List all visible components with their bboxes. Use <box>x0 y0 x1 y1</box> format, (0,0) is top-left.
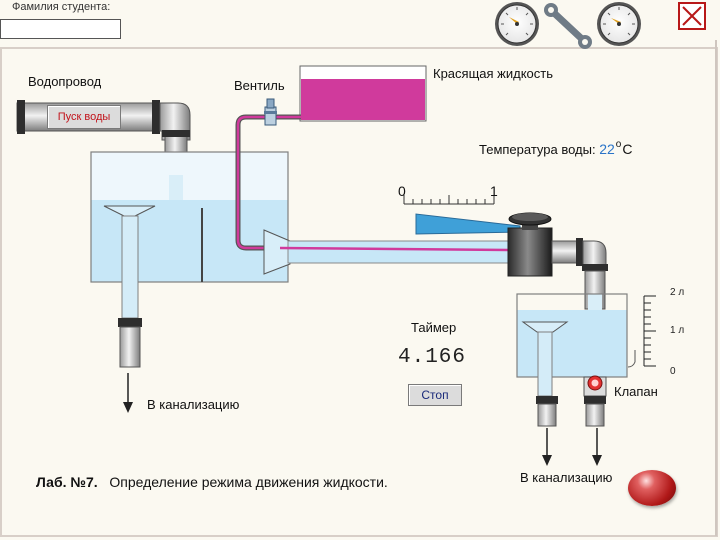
flow-scale-ticks <box>403 195 495 204</box>
outlet-down-ring <box>582 264 608 271</box>
student-name-input[interactable] <box>0 19 121 39</box>
dye-label: Красящая жидкость <box>433 66 553 81</box>
klapan-ring <box>584 396 606 404</box>
overflow-ring <box>118 318 142 327</box>
cylinder-scale-bottom: 0 <box>670 366 676 377</box>
cylinder-scale-top: 2 л <box>670 287 685 298</box>
main-tank-air <box>91 152 288 200</box>
klapan-label: Клапан <box>614 384 658 399</box>
temperature-readout: Температура воды: 22oC <box>479 139 633 157</box>
measuring-tank-water <box>517 310 627 377</box>
drain-label-right: В канализацию <box>520 470 613 485</box>
drain-arrow-mid-head <box>542 455 552 466</box>
flow-scale-max: 1 <box>490 183 498 199</box>
measuring-drain-right <box>585 403 605 427</box>
outlet-pipe <box>551 240 581 264</box>
wrench-icon[interactable] <box>544 3 592 49</box>
supply-down-ring <box>162 130 190 137</box>
inflow-stream <box>169 175 183 200</box>
dye-level <box>301 79 425 120</box>
close-button[interactable] <box>678 2 706 30</box>
pressure-gauge-right-icon[interactable] <box>597 2 641 46</box>
supply-pipe-ring <box>152 100 160 134</box>
flow-valve-body <box>507 227 553 277</box>
timer-display: 4.166 <box>398 346 467 369</box>
drain-label-left: В канализацию <box>147 397 240 412</box>
student-label: Фамилия студента: <box>12 1 111 13</box>
lab-number: Лаб. №7. <box>36 474 98 490</box>
measuring-ring-left <box>536 396 558 404</box>
valve-label: Вентиль <box>234 78 285 93</box>
measuring-funnel <box>521 321 569 333</box>
temperature-value: 22 <box>599 141 615 157</box>
water-start-button[interactable]: Пуск воды <box>47 105 121 129</box>
close-icon <box>682 6 702 26</box>
timer-label: Таймер <box>411 320 457 335</box>
outlet-stream <box>588 294 602 310</box>
temperature-label: Температура воды: <box>479 142 596 157</box>
valve-icon[interactable] <box>264 98 277 126</box>
lab-name: Определение режима движения жидкости. <box>109 474 388 490</box>
drain-arrow-left-head <box>123 402 133 413</box>
flow-valve-stem <box>522 222 538 230</box>
flow-scale-wedge <box>415 213 521 235</box>
outlet-elbow <box>582 240 607 267</box>
intake-funnel <box>263 229 291 275</box>
temperature-unit: C <box>622 141 633 157</box>
dye-tube-fill <box>236 115 280 250</box>
dye-streak <box>279 246 513 252</box>
measuring-drain-left <box>537 403 557 427</box>
flow-valve-handle-icon[interactable] <box>508 212 552 226</box>
measuring-tank <box>516 293 628 378</box>
supply-pipe-cap <box>17 100 25 134</box>
stop-button[interactable]: Стоп <box>408 384 462 406</box>
main-tank <box>90 151 289 283</box>
degree-sign: o <box>615 139 622 150</box>
cylinder-scale <box>627 295 656 368</box>
cylinder-scale-mid: 1 л <box>670 325 685 336</box>
measuring-overflow-tube <box>537 331 553 397</box>
overflow-drain-pipe <box>119 326 141 368</box>
water-supply-label: Водопровод <box>28 74 102 89</box>
red-orb-icon[interactable] <box>628 470 676 506</box>
drain-arrow-right-head <box>592 455 602 466</box>
flow-scale-min: 0 <box>398 183 406 199</box>
overflow-tube <box>121 215 139 319</box>
klapan-icon[interactable] <box>587 375 603 391</box>
pressure-gauge-left-icon[interactable] <box>495 2 539 46</box>
lab-title: Лаб. №7. Определение режима движения жид… <box>36 474 388 490</box>
outlet-ring <box>576 238 583 266</box>
flow-pipe <box>287 240 513 264</box>
